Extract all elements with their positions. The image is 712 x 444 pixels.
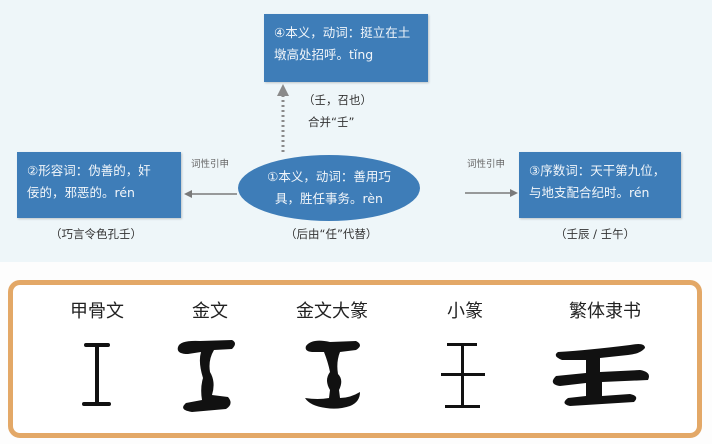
top-note-2: 合并“壬” xyxy=(308,115,355,129)
meaning-2-box: ②形容词：伪善的，奸 佞的，邪恶的。rén xyxy=(17,152,181,218)
arrow-right-label: 词性引申 xyxy=(467,159,506,170)
meaning-4-line2: 墩高处招呼。tǐng xyxy=(274,47,374,62)
meaning-2-caption: （巧言令色孔壬） xyxy=(50,227,142,241)
glyph-oracle-bone xyxy=(82,343,111,406)
label-oracle-bone: 甲骨文 xyxy=(70,301,124,322)
meaning-1-caption: （后由“任”代替） xyxy=(285,227,378,241)
dotted-arrow-up xyxy=(277,84,289,152)
meaning-3-line1: ③序数词：天干第九位， xyxy=(529,163,666,178)
meaning-3-box: ③序数词：天干第九位， 与地支配合纪时。rén xyxy=(519,152,681,218)
top-note-1: （壬，召也） xyxy=(303,93,372,107)
glyph-clerical xyxy=(552,344,649,406)
glyph-small-seal xyxy=(441,343,485,408)
glyph-great-seal xyxy=(305,340,360,409)
meaning-4-box: ④本义，动词：挺立在土 墩高处招呼。tǐng xyxy=(264,14,428,82)
meaning-2-line1: ②形容词：伪善的，奸 xyxy=(27,163,151,178)
arrow-right xyxy=(465,189,518,197)
meaning-2-line2: 佞的，邪恶的。rén xyxy=(27,185,135,200)
meaning-3-caption: （壬辰 / 壬午） xyxy=(555,227,636,241)
meaning-1-line2: 具，胜任事务。rèn xyxy=(275,191,383,206)
label-small-seal: 小篆 xyxy=(447,301,483,322)
meaning-3-line2: 与地支配合纪时。rén xyxy=(529,185,650,200)
label-bronze: 金文 xyxy=(192,301,228,322)
glyph-bronze xyxy=(177,340,235,412)
arrow-left xyxy=(184,190,237,198)
label-clerical: 繁体隶书 xyxy=(569,301,641,322)
meaning-4-line1: ④本义，动词：挺立在土 xyxy=(274,25,411,40)
arrow-left-label: 词性引申 xyxy=(191,159,230,170)
meaning-1-line1: ①本义，动词：善用巧 xyxy=(267,169,391,184)
label-great-seal: 金文大篆 xyxy=(296,301,368,322)
meaning-1-ellipse: ①本义，动词：善用巧 具，胜任事务。rèn xyxy=(238,155,420,221)
